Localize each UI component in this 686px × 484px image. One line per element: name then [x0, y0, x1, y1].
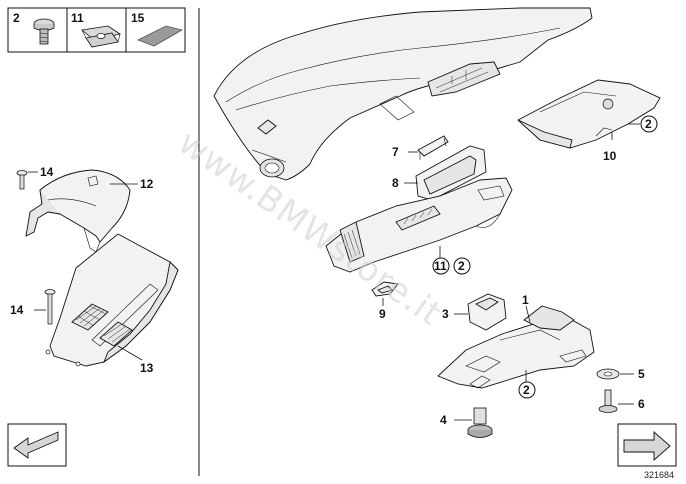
callout-2-ring-a: [640, 115, 658, 133]
callout-2-b: 2: [458, 259, 465, 273]
callout-14-upper: 14: [40, 165, 54, 179]
part-7-bracket: [417, 135, 449, 160]
center-vent: [427, 61, 501, 97]
callout-2-ring-b: [453, 257, 471, 275]
box-item-2-number: 2: [13, 11, 20, 25]
part-6-bolt: [598, 389, 618, 413]
part-8-frame: [415, 145, 487, 201]
callout-9: 9: [379, 307, 386, 321]
callout-5: 5: [638, 367, 645, 381]
callout-12: 12: [140, 177, 154, 191]
callout-2-ring-c: [518, 381, 536, 399]
arrow-forward-icon: [623, 431, 671, 461]
side-vent: [259, 158, 285, 178]
diagram-id: 321684: [644, 470, 674, 480]
callout-8: 8: [392, 176, 399, 190]
part-12-upper-cover: [25, 169, 131, 253]
switch-block: [395, 205, 441, 231]
forward-button[interactable]: [617, 423, 677, 467]
callout-11-ring: [432, 257, 450, 275]
lower-dash-panel: [325, 177, 513, 273]
callout-6: 6: [638, 397, 645, 411]
clip-nut-icon: [81, 25, 121, 48]
dashboard-carrier: [213, 7, 593, 181]
callout-14-lower: 14: [10, 303, 24, 317]
callout-4: 4: [440, 413, 447, 427]
callout-1: 1: [522, 293, 529, 307]
part-5-washer: [596, 368, 620, 380]
callout-2-c: 2: [523, 383, 530, 397]
part-4-fastener: [467, 407, 493, 438]
box-item-15-number: 15: [131, 11, 145, 25]
part-3-insert: [467, 293, 507, 331]
callout-3: 3: [442, 307, 449, 321]
screw-icon: [33, 18, 55, 45]
part-1-floor-panel: [437, 305, 595, 389]
callout-13: 13: [140, 361, 154, 375]
part-13-grille: [71, 303, 133, 347]
callout-10: 10: [603, 149, 617, 163]
pad-icon: [137, 25, 184, 47]
small-parts-box: 2 11 15: [7, 7, 186, 53]
callout-7: 7: [392, 145, 399, 159]
callout-11: 11: [434, 259, 447, 273]
part-13-lower-trim-panel: [45, 233, 179, 367]
part-14-clip-lower: [44, 289, 56, 325]
part-9-clip: [371, 281, 399, 297]
part-10-cover: [517, 79, 661, 149]
arrow-back-icon: [13, 431, 59, 459]
part-14-clip-upper: [16, 170, 28, 190]
callout-2-a: 2: [645, 117, 652, 131]
box-item-11-number: 11: [71, 11, 84, 25]
back-button[interactable]: [7, 423, 67, 467]
